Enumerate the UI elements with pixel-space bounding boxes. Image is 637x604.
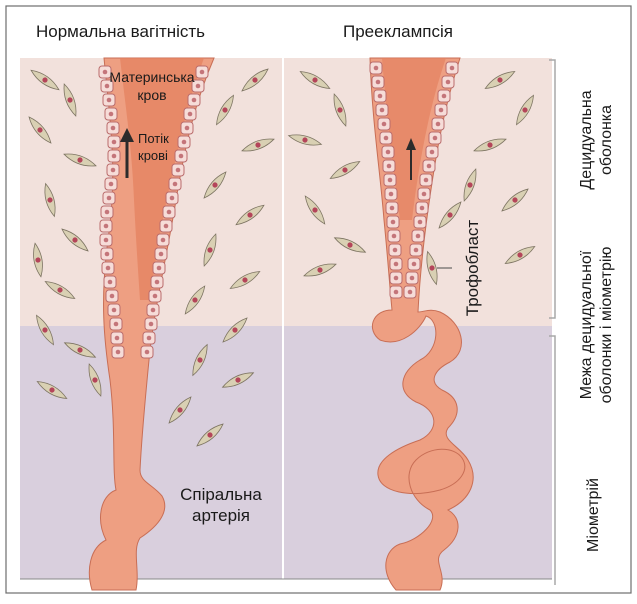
decidua-label-2: оболонка (598, 105, 615, 175)
spiral-artery-label-2: артерія (192, 506, 250, 525)
blood-flow-label-1: Потік (138, 131, 169, 146)
myometrium-zone (20, 326, 552, 579)
decidua-label-1: Децидуальна (578, 90, 595, 189)
myometrium-label: Міометрій (585, 478, 602, 552)
spiral-artery-label-1: Спіральна (180, 485, 262, 504)
maternal-blood-label-2: кров (137, 87, 166, 103)
normal-pregnancy-heading: Нормальна вагітність (36, 22, 205, 42)
boundary-label-1: Межа децидуальної (578, 250, 595, 399)
boundary-label-2: оболонки і міометрію (598, 247, 615, 404)
blood-flow-label-2: крові (138, 148, 168, 163)
trophoblast-label: Трофобласт (463, 220, 482, 317)
maternal-blood-label-1: Материнська (109, 69, 194, 85)
preeclampsia-heading: Прееклампсія (343, 22, 453, 42)
